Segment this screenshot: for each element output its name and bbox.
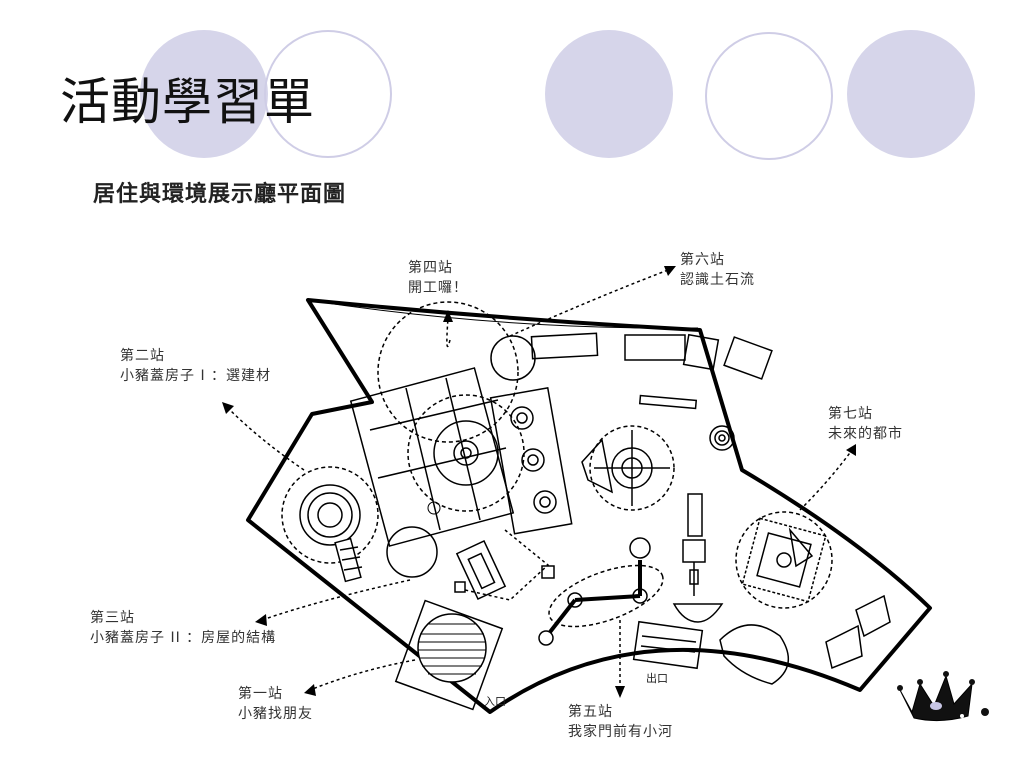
- landslide-display: [581, 394, 735, 511]
- river-model: [538, 537, 664, 646]
- wall-panels: [530, 332, 773, 380]
- page-title: 活動學習單: [60, 73, 315, 131]
- exit-label: 出口: [646, 672, 668, 685]
- materials-display: [281, 466, 379, 583]
- decor-circle-filled-2: [545, 30, 673, 158]
- entrance-display: [394, 599, 504, 711]
- decor-circle-filled-1: [140, 30, 268, 158]
- station-1-label: 第一站 小豬找朋友: [238, 684, 313, 724]
- entrance-label: 入口: [484, 695, 506, 708]
- station-7-label: 第七站 未來的都市: [828, 404, 903, 444]
- station-2-label: 第二站 小豬蓋房子 I ：選建材: [120, 346, 271, 386]
- station-name: 第一站: [238, 686, 283, 702]
- station-name: 第二站: [120, 348, 165, 364]
- station-6-label: 第六站 認識土石流: [680, 250, 755, 290]
- station-name: 第四站: [408, 260, 453, 276]
- station-desc: 我家門前有小河: [568, 724, 673, 740]
- station-name: 第三站: [90, 610, 135, 626]
- decor-circle-outline-1: [264, 30, 392, 158]
- station-desc: 小豬蓋房子 I ：選建材: [120, 368, 272, 384]
- leader-lines: [227, 269, 853, 691]
- building-outline: [246, 298, 932, 714]
- floor-plan-title: 居住與環境展示廳平面圖: [93, 182, 347, 207]
- decor-circle-outline-2: [705, 32, 833, 160]
- future-city-model: [735, 511, 833, 609]
- station-desc: 開工囉！: [408, 280, 468, 296]
- station-5-label: 第五站 我家門前有小河: [568, 702, 673, 742]
- arrowheads: [222, 266, 856, 698]
- station-name: 第七站: [828, 406, 873, 422]
- exit-area: [632, 594, 891, 685]
- structure-models: [454, 529, 555, 601]
- decor-circle-filled-3: [847, 30, 975, 158]
- station-desc: 小豬蓋房子 II ：房屋的結構: [90, 630, 277, 646]
- station-3-label: 第三站 小豬蓋房子 II ：房屋的結構: [90, 608, 276, 648]
- construction-grid: [349, 301, 573, 547]
- station-desc: 認識土石流: [680, 272, 755, 288]
- station-desc: 未來的都市: [828, 426, 903, 442]
- station-name: 第六站: [680, 252, 725, 268]
- station-desc: 小豬找朋友: [238, 706, 313, 722]
- station-name: 第五站: [568, 704, 613, 720]
- tower-model: [672, 493, 724, 623]
- station-4-label: 第四站 開工囉！: [408, 258, 468, 298]
